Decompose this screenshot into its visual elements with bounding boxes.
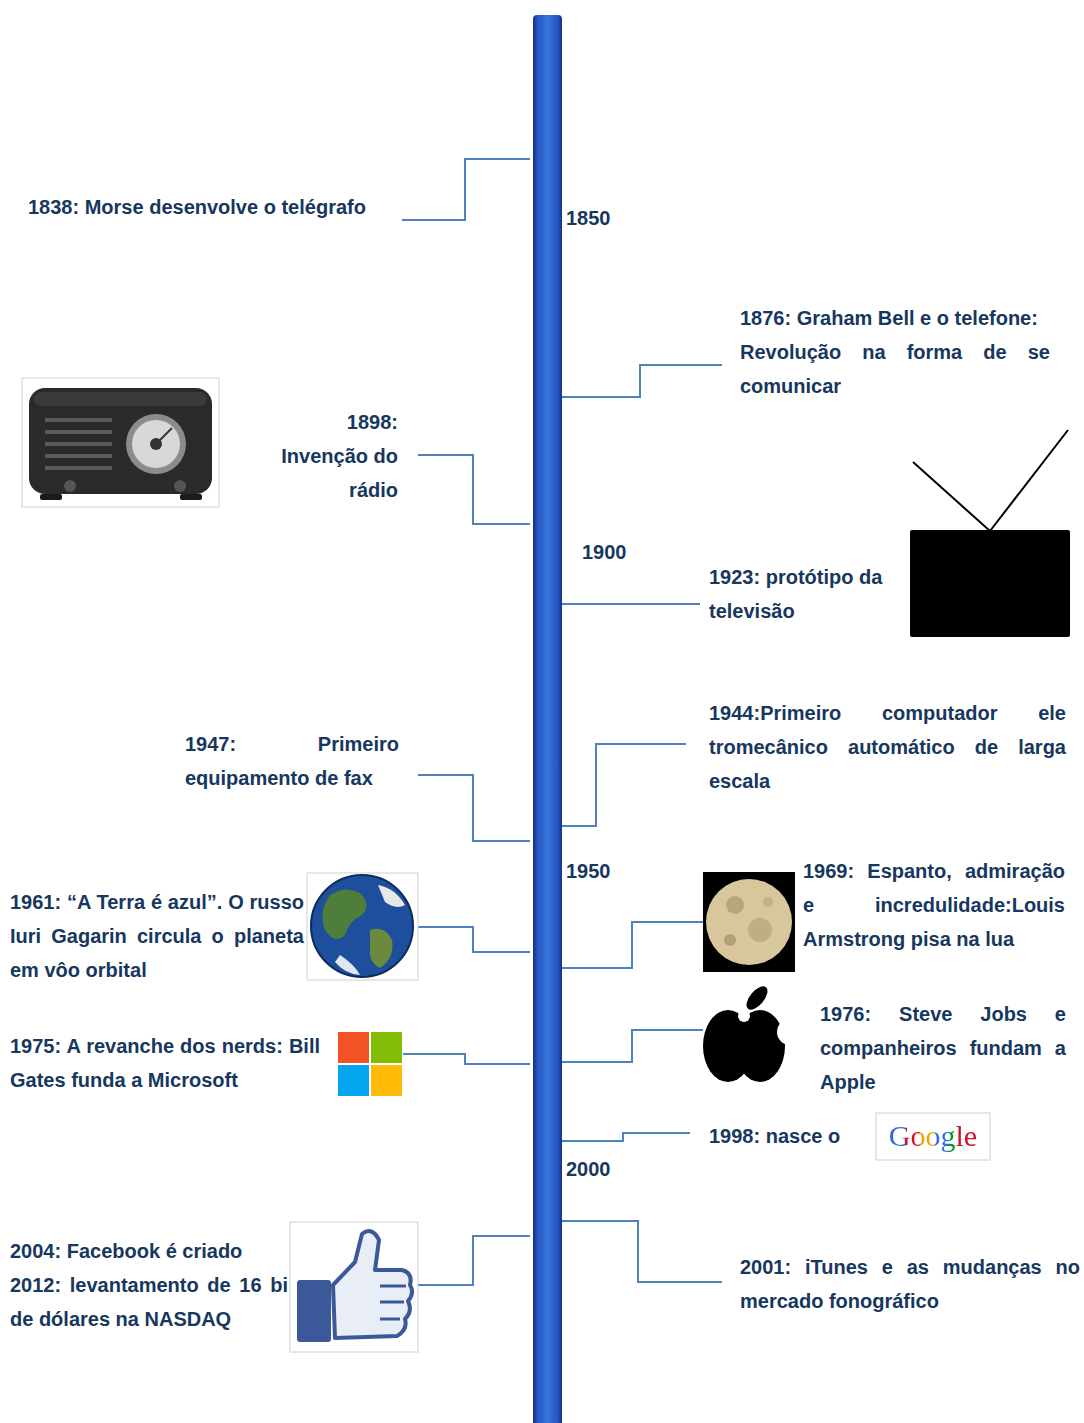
event-text: 1838: Morse desenvolve o telégrafo	[28, 190, 386, 224]
leader-line	[562, 365, 722, 397]
moon-picture	[703, 872, 795, 972]
event-text: Revolução na forma de se comunicar	[740, 335, 1050, 403]
timeline-bar	[533, 15, 562, 1423]
event-text: 1944:Primeiro computador ele tromecânico…	[709, 696, 1066, 798]
event-text: 2012: levantamento de 16 bi de dólares n…	[10, 1268, 288, 1336]
year-label: 1950	[566, 854, 611, 888]
leader-line	[562, 603, 700, 605]
leader-line	[418, 1236, 530, 1285]
event-text: 1998: nasce o	[709, 1119, 840, 1153]
leader-line	[418, 775, 530, 841]
event-text: 1876: Graham Bell e o telefone:	[740, 301, 1050, 335]
television-picture	[910, 430, 1070, 637]
event-text: 1898: Invenção do rádio	[258, 405, 398, 507]
event-text: 1947: Primeiro equipamento de fax	[185, 727, 399, 795]
earth-picture	[307, 873, 418, 980]
event-text: 1961: “A Terra é azul”. O russo Iuri Gag…	[10, 885, 304, 987]
year-label: 1900	[582, 535, 627, 569]
like-thumb-picture	[290, 1222, 418, 1352]
leader-line	[403, 1054, 530, 1064]
microsoft-logo	[338, 1032, 402, 1096]
radio-picture	[22, 378, 219, 507]
event-text: 1975: A revanche dos nerds: Bill Gates f…	[10, 1029, 320, 1097]
event-text: 2004: Facebook é criado	[10, 1234, 288, 1268]
leader-line	[418, 455, 530, 524]
leader-line	[562, 922, 703, 968]
leader-line	[562, 1133, 690, 1141]
event-text: 1976: Steve Jobs e companheiros fundam a…	[820, 997, 1066, 1099]
apple-logo	[703, 983, 803, 1087]
logo-frame	[876, 1113, 990, 1160]
leader-lines	[402, 159, 722, 1285]
google-logo-text: Google	[889, 1118, 977, 1154]
leader-line	[562, 1030, 703, 1062]
leader-line	[418, 927, 530, 952]
event-text: 2001: iTunes e as mudanças no mercado fo…	[740, 1250, 1080, 1318]
leader-line	[562, 744, 686, 826]
event-text: 1969: Espanto, admiração e incredulidade…	[803, 854, 1065, 956]
year-label: 2000	[566, 1152, 611, 1186]
leader-line	[402, 159, 530, 220]
event-text: 1923: protótipo da televisão	[709, 560, 894, 628]
leader-line	[562, 1221, 722, 1282]
year-label: 1850	[566, 201, 611, 235]
